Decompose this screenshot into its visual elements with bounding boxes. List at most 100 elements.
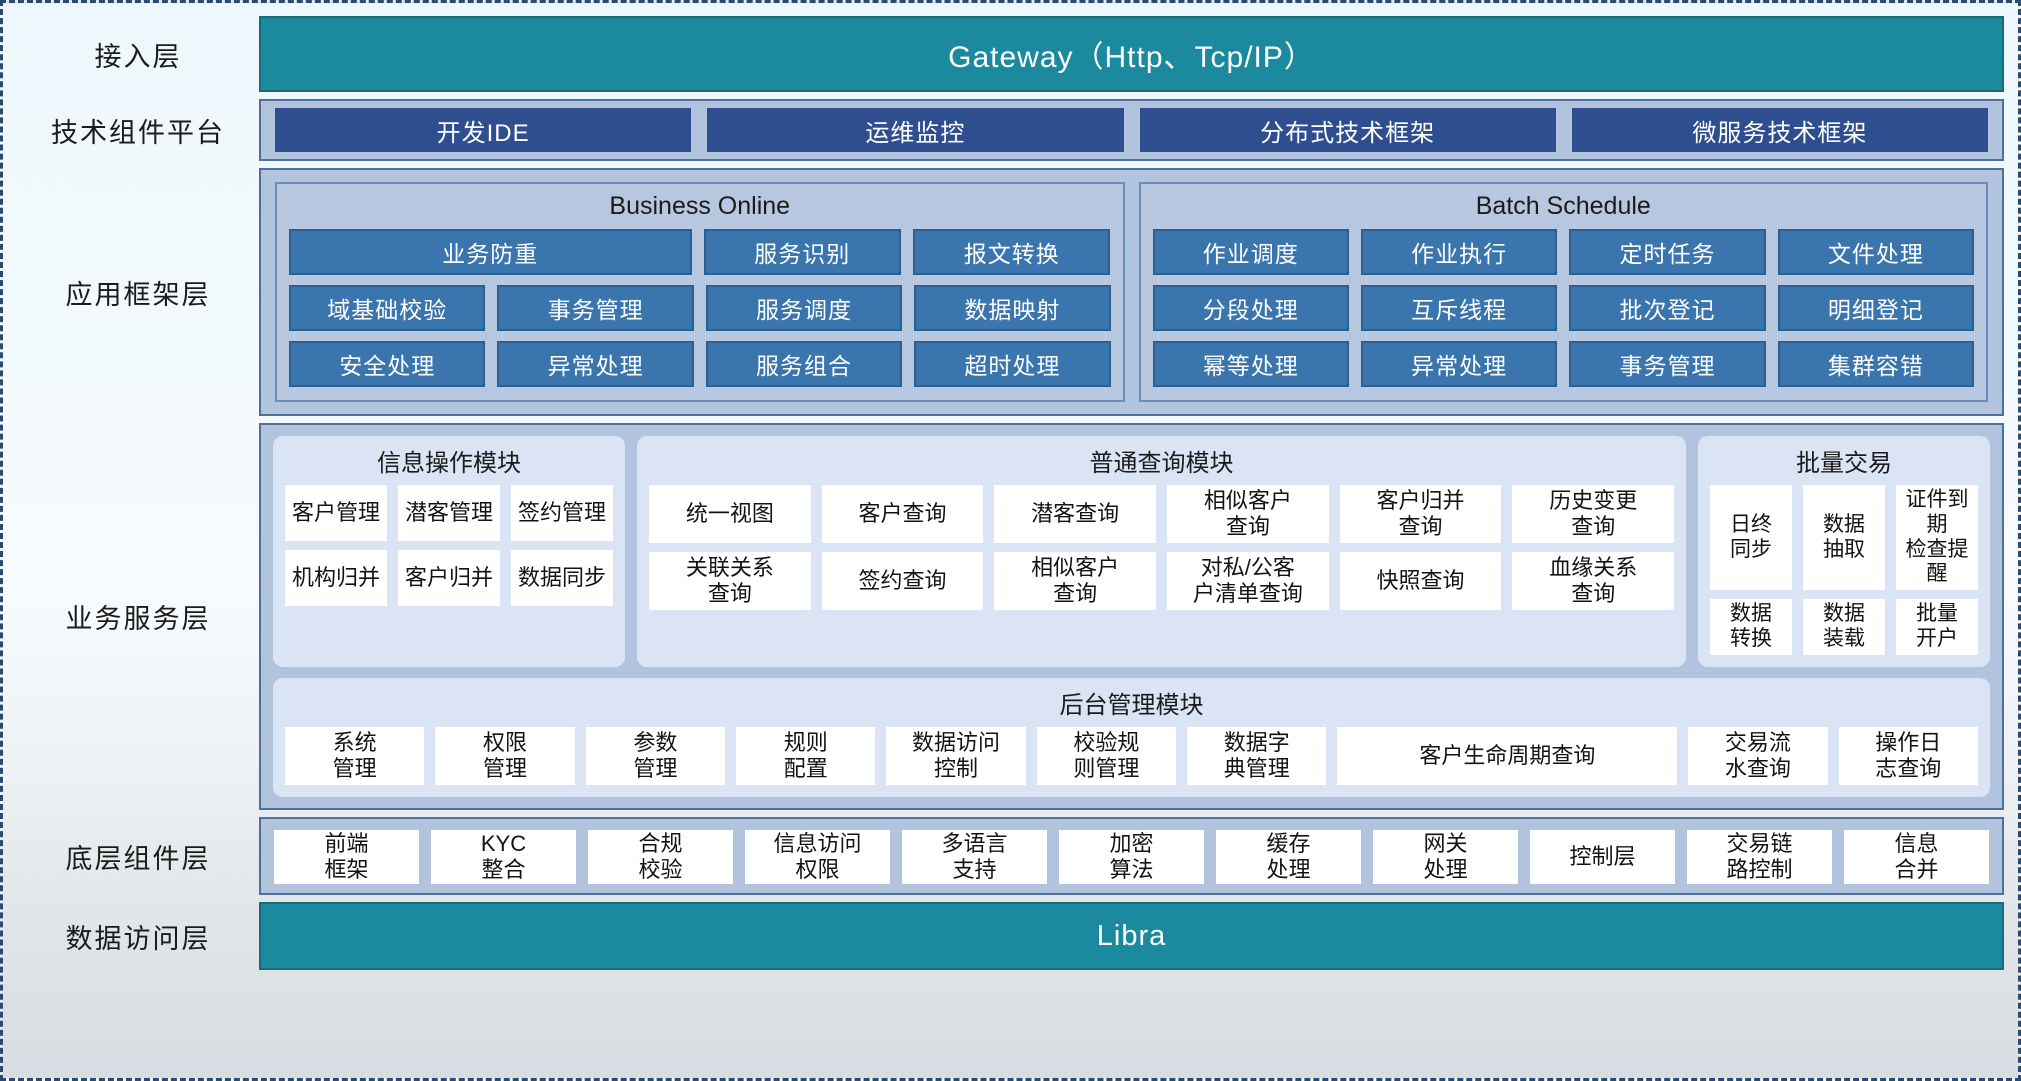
cell-snapshot-query[interactable]: 快照查询 — [1339, 551, 1502, 610]
cell-multilanguage-support[interactable]: 多语言 支持 — [902, 830, 1047, 885]
cell-batch-account-open[interactable]: 批量 开户 — [1896, 599, 1978, 656]
fw-chip-batch-registration[interactable]: 批次登记 — [1569, 285, 1766, 331]
fw-chip-exception-handling-batch[interactable]: 异常处理 — [1360, 341, 1558, 387]
cell-control-layer[interactable]: 控制层 — [1530, 830, 1675, 885]
cell-cache-processing[interactable]: 缓存 处理 — [1216, 830, 1361, 885]
cell-eod-sync[interactable]: 日终 同步 — [1710, 485, 1792, 591]
cell-retail-corp-list-query[interactable]: 对私/公客 户清单查询 — [1167, 551, 1329, 610]
business-modules-row: 信息操作模块 客户管理 潜客管理 签约管理 机构归并 客户归并 — [273, 436, 1990, 668]
fw-chip-message-transform[interactable]: 报文转换 — [913, 229, 1111, 275]
tech-chip-ide[interactable]: 开发IDE — [275, 108, 692, 152]
cell-transaction-flow-query[interactable]: 交易流 水查询 — [1688, 727, 1828, 786]
cell-similar-customer-query-2[interactable]: 相似客户 查询 — [994, 551, 1157, 610]
cell-customer-lifecycle-query[interactable]: 客户生命周期查询 — [1337, 727, 1678, 786]
cell-info-access-permission[interactable]: 信息访问 权限 — [745, 830, 890, 885]
layer-label-base-component: 底层组件层 — [65, 843, 211, 874]
fw-chip-timeout-handling[interactable]: 超时处理 — [914, 341, 1111, 387]
fw-chip-idempotent-processing[interactable]: 幂等处理 — [1152, 341, 1349, 387]
cell-data-access-control[interactable]: 数据访问 控制 — [886, 727, 1026, 786]
cell-data-extract[interactable]: 数据 抽取 — [1803, 485, 1885, 591]
libra-bar[interactable]: Libra — [259, 902, 2004, 971]
cell-contract-query[interactable]: 签约查询 — [821, 551, 984, 610]
cell-encryption-algorithm[interactable]: 加密 算法 — [1059, 830, 1204, 885]
fw-chip-security-processing[interactable]: 安全处理 — [289, 341, 486, 387]
fw-chip-job-execute[interactable]: 作业执行 — [1360, 229, 1558, 275]
cell-rule-config[interactable]: 规则 配置 — [736, 727, 876, 786]
fw-chip-domain-validation[interactable]: 域基础校验 — [289, 285, 486, 331]
cell-relation-query[interactable]: 关联关系 查询 — [649, 551, 811, 610]
cell-system-mgmt[interactable]: 系统 管理 — [285, 727, 425, 786]
fw-chip-cluster-fault-tolerance[interactable]: 集群容错 — [1777, 341, 1974, 387]
cell-contract-mgmt[interactable]: 签约管理 — [511, 485, 613, 541]
cell-info-merge[interactable]: 信息 合并 — [1844, 830, 1989, 885]
cell-transaction-link-control[interactable]: 交易链 路控制 — [1687, 830, 1832, 885]
tech-chip-microservice-framework[interactable]: 微服务技术框架 — [1571, 108, 1988, 152]
cell-gateway-processing[interactable]: 网关 处理 — [1373, 830, 1518, 885]
fw-chip-business-dedup[interactable]: 业务防重 — [289, 229, 692, 275]
cell-unified-view[interactable]: 统一视图 — [649, 485, 811, 543]
layer-body-tech-platform: 开发IDE 运维监控 分布式技术框架 微服务技术框架 — [259, 99, 2004, 161]
layer-data-access: 数据访问层 Libra — [17, 902, 2004, 971]
tech-chip-ops-monitor[interactable]: 运维监控 — [707, 108, 1124, 152]
cell-operation-log-query[interactable]: 操作日 志查询 — [1838, 727, 1978, 786]
cell-prospect-query[interactable]: 潜客查询 — [994, 485, 1157, 543]
framework-row: 分段处理 互斥线程 批次登记 明细登记 — [1152, 285, 1974, 331]
module-row: 数据 转换 数据 装载 批量 开户 — [1710, 599, 1978, 656]
module-row: 机构归并 客户归并 数据同步 — [285, 550, 613, 606]
cell-frontend-framework[interactable]: 前端 框架 — [274, 830, 419, 885]
framework-row: 域基础校验 事务管理 服务调度 数据映射 — [289, 285, 1111, 331]
framework-row: 作业调度 作业执行 定时任务 文件处理 — [1152, 229, 1974, 275]
cell-lineage-query[interactable]: 血缘关系 查询 — [1512, 551, 1675, 610]
cell-validation-rule-mgmt[interactable]: 校验规 则管理 — [1036, 727, 1177, 786]
cell-data-transform[interactable]: 数据 转换 — [1710, 599, 1792, 656]
layer-base-component: 底层组件层 前端 框架 KYC 整合 合规 校验 信息访问 权限 多语言 支持 … — [17, 817, 2004, 896]
fw-chip-detail-registration[interactable]: 明细登记 — [1777, 285, 1974, 331]
layer-app-framework: 应用框架层 Business Online 业务防重 服务识别 报文转换 域 — [17, 168, 2004, 416]
fw-chip-file-processing[interactable]: 文件处理 — [1777, 229, 1974, 275]
framework-group-title: Business Online — [609, 192, 791, 220]
fw-chip-service-identify[interactable]: 服务识别 — [703, 229, 902, 275]
module-info-operation: 信息操作模块 客户管理 潜客管理 签约管理 机构归并 客户归并 — [273, 436, 625, 668]
layer-label-tech-platform: 技术组件平台 — [51, 117, 225, 148]
base-component-panel: 前端 框架 KYC 整合 合规 校验 信息访问 权限 多语言 支持 加密 算法 … — [259, 817, 2004, 896]
fw-chip-service-composition[interactable]: 服务组合 — [705, 341, 903, 387]
cell-kyc-integration[interactable]: KYC 整合 — [431, 830, 576, 885]
cell-data-sync[interactable]: 数据同步 — [511, 550, 613, 606]
fw-chip-transaction-mgmt[interactable]: 事务管理 — [497, 285, 694, 331]
fw-chip-data-mapping[interactable]: 数据映射 — [914, 285, 1111, 331]
cell-org-merge[interactable]: 机构归并 — [285, 550, 387, 606]
gateway-bar[interactable]: Gateway（Http、Tcp/IP） — [259, 16, 2004, 92]
tech-chip-distributed-framework[interactable]: 分布式技术框架 — [1139, 108, 1556, 152]
layer-body-access: Gateway（Http、Tcp/IP） — [259, 16, 2004, 92]
cell-customer-merge-query[interactable]: 客户归并 查询 — [1339, 485, 1502, 543]
cell-compliance-check[interactable]: 合规 校验 — [588, 830, 733, 885]
fw-chip-job-schedule[interactable]: 作业调度 — [1152, 229, 1349, 275]
fw-chip-exception-handling[interactable]: 异常处理 — [497, 341, 694, 387]
fw-chip-mutex-thread[interactable]: 互斥线程 — [1360, 285, 1558, 331]
cell-data-dictionary-mgmt[interactable]: 数据字 典管理 — [1187, 727, 1327, 786]
cell-permission-mgmt[interactable]: 权限 管理 — [435, 727, 575, 786]
module-common-query: 普通查询模块 统一视图 客户查询 潜客查询 相似客户 查询 客户归并 查询 历史… — [637, 436, 1686, 668]
cell-data-load[interactable]: 数据 装载 — [1803, 599, 1885, 656]
fw-chip-segment-processing[interactable]: 分段处理 — [1152, 285, 1349, 331]
module-batch-transaction: 批量交易 日终 同步 数据 抽取 证件到期 检查提醒 数据 转换 数据 装载 — [1698, 436, 1990, 668]
cell-history-change-query[interactable]: 历史变更 查询 — [1512, 485, 1675, 543]
fw-chip-transaction-mgmt-batch[interactable]: 事务管理 — [1569, 341, 1766, 387]
cell-parameter-mgmt[interactable]: 参数 管理 — [585, 727, 726, 786]
cell-customer-merge[interactable]: 客户归并 — [398, 550, 500, 606]
framework-row: 幂等处理 异常处理 事务管理 集群容错 — [1152, 341, 1974, 387]
cell-certificate-expiry-reminder[interactable]: 证件到期 检查提醒 — [1896, 485, 1978, 591]
fw-chip-service-dispatch[interactable]: 服务调度 — [705, 285, 903, 331]
cell-customer-mgmt[interactable]: 客户管理 — [285, 485, 387, 541]
fw-chip-timed-task[interactable]: 定时任务 — [1569, 229, 1766, 275]
layer-body-app-framework: Business Online 业务防重 服务识别 报文转换 域基础校验 事务管… — [259, 168, 2004, 416]
module-title: 批量交易 — [1796, 450, 1892, 477]
cell-prospect-mgmt[interactable]: 潜客管理 — [398, 485, 500, 541]
layer-label-data-access: 数据访问层 — [65, 923, 211, 954]
module-row: 日终 同步 数据 抽取 证件到期 检查提醒 — [1710, 485, 1978, 591]
cell-similar-customer-query[interactable]: 相似客户 查询 — [1167, 485, 1329, 543]
tech-platform-panel: 开发IDE 运维监控 分布式技术框架 微服务技术框架 — [259, 99, 2004, 161]
cell-customer-query[interactable]: 客户查询 — [821, 485, 984, 543]
layer-business-service: 业务服务层 信息操作模块 客户管理 潜客管理 签约管理 — [17, 423, 2004, 811]
